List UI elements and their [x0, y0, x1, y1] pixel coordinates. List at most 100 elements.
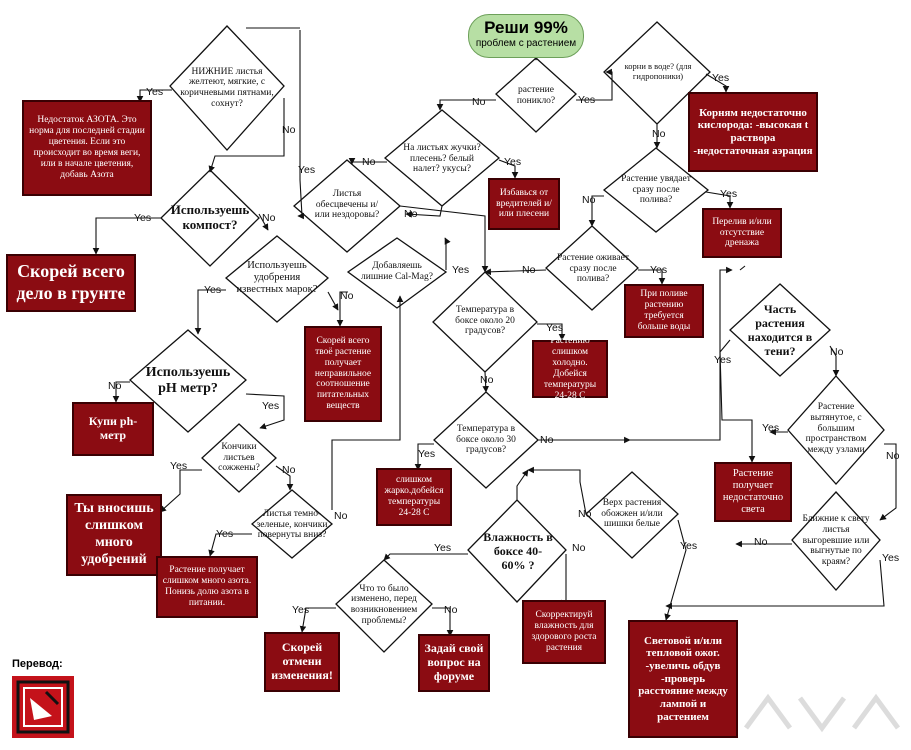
label-top-no: No: [578, 508, 592, 520]
diamond-brand-fert: [224, 235, 330, 323]
label-droop-yes: Yes: [578, 94, 596, 106]
label-droop-no: No: [472, 96, 486, 108]
label-lower-no: No: [282, 124, 296, 136]
answer-low-light: Растение получает недостаточно света: [714, 462, 792, 522]
answer-humidity-fix: Скорректируй влажность для здорового рос…: [522, 600, 606, 664]
label-side-yes: Yes: [298, 164, 316, 176]
diamond-ph-meter: [129, 329, 247, 433]
diamond-wilts-after: [602, 147, 710, 233]
question-roots-water: корни в воде? (для гидропоники): [624, 61, 692, 81]
translation-label: Перевод:: [12, 658, 63, 670]
question-shade: Часть растения находится в тени?: [747, 302, 813, 358]
diamond-lower-leaves: [169, 25, 285, 151]
question-bugs: На листьях жучки? плесень? белый налет? …: [403, 143, 481, 175]
diamond-near-light: [791, 491, 881, 591]
label-ph-yes: Yes: [262, 400, 280, 412]
watermark-logo-icon: [743, 693, 901, 733]
diamond-top-burned: [585, 471, 679, 559]
diamond-bleached: [293, 159, 401, 253]
answer-overwater: Перелив и/или отсутствие дренажа: [702, 208, 782, 258]
start-subtitle: проблем с растением: [475, 38, 577, 49]
question-bleached: Листья обесцвечены и/или нездоровы?: [314, 189, 380, 221]
label-tips-yes: Yes: [170, 460, 188, 472]
answer-too-much-n: Растение получает слишком много азота. П…: [156, 556, 258, 618]
translator-logo-icon: [12, 676, 74, 738]
label-temp30-yes: Yes: [418, 448, 436, 460]
label-top-yes: Yes: [680, 540, 698, 552]
answer-wrong-ratio: Скорей всего твоё растение получает непр…: [304, 326, 382, 422]
label-temp20-yes: Yes: [546, 322, 564, 334]
question-near-light: Ближние к свету листья выгоревшие или вы…: [802, 514, 870, 567]
question-top-burned: Верх растения обожжен и/или шишки белые: [601, 498, 663, 530]
label-wilts-no: No: [582, 194, 596, 206]
label-darkgreen-yes: Yes: [216, 528, 234, 540]
question-droop: растение поникло?: [516, 85, 556, 106]
label-shade-yes: Yes: [714, 354, 732, 366]
diamond-humidity: [467, 499, 567, 603]
question-leaf-tips: Кончики листьев сожжены?: [218, 442, 260, 474]
question-calmag: Добавляешь лишние Cal-Mag?: [361, 261, 433, 282]
question-wilts-after: Растение увядает сразу после полива?: [621, 174, 691, 206]
answer-buy-ph: Купи ph-метр: [72, 402, 154, 456]
diamond-dark-green: [250, 489, 334, 559]
label-roots-no: No: [652, 128, 666, 140]
label-changed-no: No: [444, 604, 458, 616]
label-wilts-yes: Yes: [720, 188, 738, 200]
label-revives-no: No: [522, 264, 536, 276]
label-temp30-no: No: [540, 434, 554, 446]
answer-too-cold: Растению слишком холодно. Добейся темпер…: [532, 336, 608, 401]
label-changed-yes: Yes: [292, 604, 310, 616]
label-darkgreen-no: No: [334, 510, 348, 522]
question-compost: Используешь компост?: [170, 202, 250, 232]
diamond-leaf-tips: [201, 423, 277, 493]
label-bugs-yes: Yes: [504, 156, 522, 168]
question-revives: Растение оживает сразу после полива?: [557, 253, 629, 285]
diamond-changed: [335, 559, 433, 653]
answer-pests: Избавься от вредителей и/или плесени: [488, 178, 560, 230]
answer-overfert: Ты вносишь слишком много удобрений: [66, 494, 162, 576]
label-revives-yes: Yes: [650, 264, 668, 276]
answer-light-burn: Световой и/или тепловой ожог. -увеличь о…: [628, 620, 738, 738]
label-near-yes: Yes: [882, 552, 900, 564]
question-lower-leaves: НИЖНИЕ листья желтеют, мягкие, с коричне…: [180, 66, 274, 109]
answer-soil: Скорей всего дело в грунте: [6, 254, 136, 312]
answer-nitrogen: Недостаток АЗОТА. Это норма для последне…: [22, 100, 152, 196]
question-brand-fert: Используешь удобрения известных марок?: [236, 260, 318, 295]
answer-too-hot: слишком жарко.добейся температуры 24-28 …: [376, 468, 452, 526]
diamond-revives: [545, 225, 639, 311]
start-node: Реши 99% проблем с растением: [468, 14, 584, 58]
answer-forum: Задай свой вопрос на форуме: [418, 634, 490, 692]
label-compost-yes: Yes: [134, 212, 152, 224]
question-temp20: Температура в боксе около 20 градусов?: [455, 305, 515, 337]
label-near-no: No: [754, 536, 768, 548]
start-title: Реши 99%: [484, 18, 568, 37]
diamond-temp30: [433, 391, 539, 489]
diamond-shade: [729, 283, 831, 377]
label-bugs-no: No: [362, 156, 376, 168]
question-humidity: Влажность в боксе 40-60% ?: [483, 530, 553, 572]
answer-oxygen: Корням недостаточно кислорода: -высокая …: [688, 92, 818, 172]
question-ph-meter: Используешь pH метр?: [145, 364, 231, 396]
label-temp20-no: No: [480, 374, 494, 386]
question-changed: Что то было изменено, перед возникновени…: [350, 583, 418, 626]
label-humidity-no: No: [572, 542, 586, 554]
diamond-compost: [160, 169, 260, 267]
label-shade-no: No: [830, 346, 844, 358]
label-tips-no: No: [282, 464, 296, 476]
label-humidity-yes: Yes: [434, 542, 452, 554]
question-stretched: Растение вытянутое, с большим пространст…: [805, 402, 867, 455]
label-brand-no: No: [340, 290, 354, 302]
label-ph-no: No: [108, 380, 122, 392]
question-dark-green: Листья темно-зеленые, кончики повернуты …: [256, 509, 328, 541]
answer-more-water: При поливе растению требуется больше вод…: [624, 284, 704, 338]
label-roots-yes: Yes: [712, 72, 730, 84]
label-calmag-yes: Yes: [452, 264, 470, 276]
diamond-stretched: [787, 375, 885, 485]
diamond-droop: [495, 57, 577, 133]
label-stretched-yes: Yes: [762, 422, 780, 434]
answer-undo: Скорей отмени изменения!: [264, 632, 340, 692]
label-lower-yes: Yes: [146, 86, 164, 98]
diamond-calmag: [346, 237, 448, 309]
